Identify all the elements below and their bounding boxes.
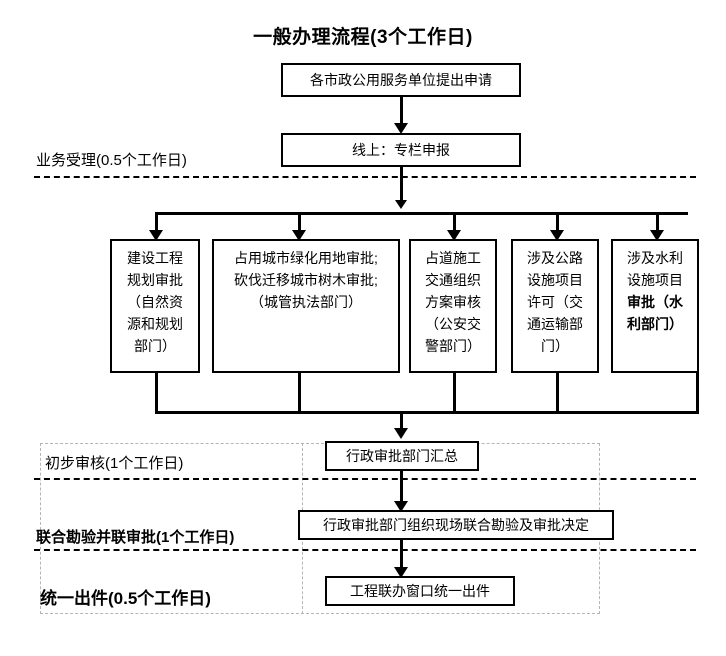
node-apply[interactable]: 各市政公用服务单位提出申请 [281, 63, 521, 97]
fanout-arrow-3 [447, 230, 461, 241]
fanout-bus [155, 212, 688, 215]
planning-line-1: 建设工程 [127, 250, 183, 266]
fanout-arrow-4 [550, 230, 564, 241]
arrowhead-online-to-fanout [395, 200, 407, 209]
stage-separator-preliminary [34, 478, 696, 480]
water-line-3: 审批（水 [627, 294, 683, 310]
traffic-line-3: 方案审核 [425, 294, 481, 310]
node-highway-facility-permit-label: 涉及公路 设施项目 许可（交 通运输部 门） [517, 247, 593, 357]
fanout-leg-5 [656, 212, 659, 232]
fanout-leg-3 [453, 212, 456, 232]
stage-label-acceptance: 业务受理(0.5个工作日) [36, 152, 187, 169]
fanin-leg-5 [696, 373, 699, 411]
arrowhead-fanin-to-summary [394, 428, 408, 439]
stage-label-joint: 联合勘验并联审批(1个工作日) [36, 529, 235, 546]
fanin-leg-1 [155, 373, 158, 411]
highway-line-3: 许可（交 [527, 294, 583, 310]
fanout-leg-4 [556, 212, 559, 232]
water-line-1: 涉及水利 [627, 250, 683, 266]
node-unified-issue-window[interactable]: 工程联办窗口统一出件 [325, 576, 515, 606]
node-online-declaration-label: 线上：专栏申报 [352, 142, 450, 158]
node-planning-approval-label: 建设工程 规划审批 （自然资 源和规划 部门） [116, 247, 194, 357]
fanout-arrow-5 [650, 230, 664, 241]
greenland-line-2: 砍伐迁移城市树木审批; [234, 272, 378, 288]
fanin-bus [155, 411, 699, 414]
traffic-line-4: （公安交 [425, 316, 481, 332]
node-online-declaration[interactable]: 线上：专栏申报 [281, 133, 521, 167]
fanin-leg-2 [298, 373, 301, 411]
connector-joint-to-issue [400, 540, 403, 570]
highway-line-2: 设施项目 [527, 272, 583, 288]
stage-label-preliminary: 初步审核(1个工作日) [45, 455, 184, 472]
node-road-traffic-plan-review-label: 占道施工 交通组织 方案审核 （公安交 警部门） [415, 247, 491, 357]
greenland-line-3: （城管执法部门） [250, 294, 362, 310]
planning-line-2: 规划审批 [127, 272, 183, 288]
traffic-line-2: 交通组织 [425, 272, 481, 288]
node-greenland-tree-approval[interactable]: 占用城市绿化用地审批; 砍伐迁移城市树木审批; （城管执法部门） [212, 239, 400, 373]
node-joint-inspection-decision-label: 行政审批部门组织现场联合勘验及审批决定 [323, 517, 589, 533]
fanout-leg-2 [298, 212, 301, 232]
node-water-facility-approval-label: 涉及水利 设施项目 审批（水 利部门） [617, 247, 693, 335]
planning-line-3: （自然资 [127, 294, 183, 310]
fanout-arrow-1 [149, 230, 163, 241]
greenland-line-1: 占用城市绿化用地审批; [234, 250, 378, 266]
planning-line-5: 部门） [134, 338, 176, 354]
node-joint-inspection-decision[interactable]: 行政审批部门组织现场联合勘验及审批决定 [298, 510, 614, 540]
stage-label-unified: 统一出件(0.5个工作日) [40, 589, 211, 608]
highway-line-1: 涉及公路 [527, 250, 583, 266]
fanin-leg-3 [453, 373, 456, 411]
node-highway-facility-permit[interactable]: 涉及公路 设施项目 许可（交 通运输部 门） [511, 239, 599, 373]
node-admin-summary[interactable]: 行政审批部门汇总 [325, 441, 479, 471]
highway-line-5: 门） [541, 338, 569, 354]
arrowhead-apply-to-online [394, 123, 408, 134]
highway-line-4: 通运输部 [527, 316, 583, 332]
node-apply-label: 各市政公用服务单位提出申请 [310, 72, 492, 88]
connector-fanin-to-summary [400, 411, 403, 430]
fanout-leg-1 [155, 212, 158, 232]
fanin-leg-4 [556, 373, 559, 411]
node-road-traffic-plan-review[interactable]: 占道施工 交通组织 方案审核 （公安交 警部门） [409, 239, 497, 373]
node-planning-approval[interactable]: 建设工程 规划审批 （自然资 源和规划 部门） [110, 239, 200, 373]
node-greenland-tree-approval-label: 占用城市绿化用地审批; 砍伐迁移城市树木审批; （城管执法部门） [218, 247, 394, 313]
node-admin-summary-label: 行政审批部门汇总 [346, 448, 458, 464]
stage-separator-joint [34, 549, 696, 551]
traffic-line-1: 占道施工 [425, 250, 481, 266]
chart-title: 一般办理流程(3个工作日) [253, 27, 473, 48]
fanout-arrow-2 [292, 230, 306, 241]
connector-apply-to-online [400, 97, 403, 123]
connector-online-to-fanout [400, 167, 403, 203]
traffic-line-5: 警部门） [425, 338, 481, 354]
arrowhead-joint-to-issue [394, 567, 408, 578]
water-line-2: 设施项目 [627, 272, 683, 288]
water-line-4: 利部门） [627, 316, 683, 332]
node-unified-issue-window-label: 工程联办窗口统一出件 [350, 583, 490, 599]
planning-line-4: 源和规划 [127, 316, 183, 332]
arrowhead-summary-to-joint [394, 501, 408, 512]
node-water-facility-approval[interactable]: 涉及水利 设施项目 审批（水 利部门） [611, 239, 699, 373]
connector-summary-to-joint [400, 471, 403, 504]
stage-separator-acceptance [34, 176, 696, 178]
